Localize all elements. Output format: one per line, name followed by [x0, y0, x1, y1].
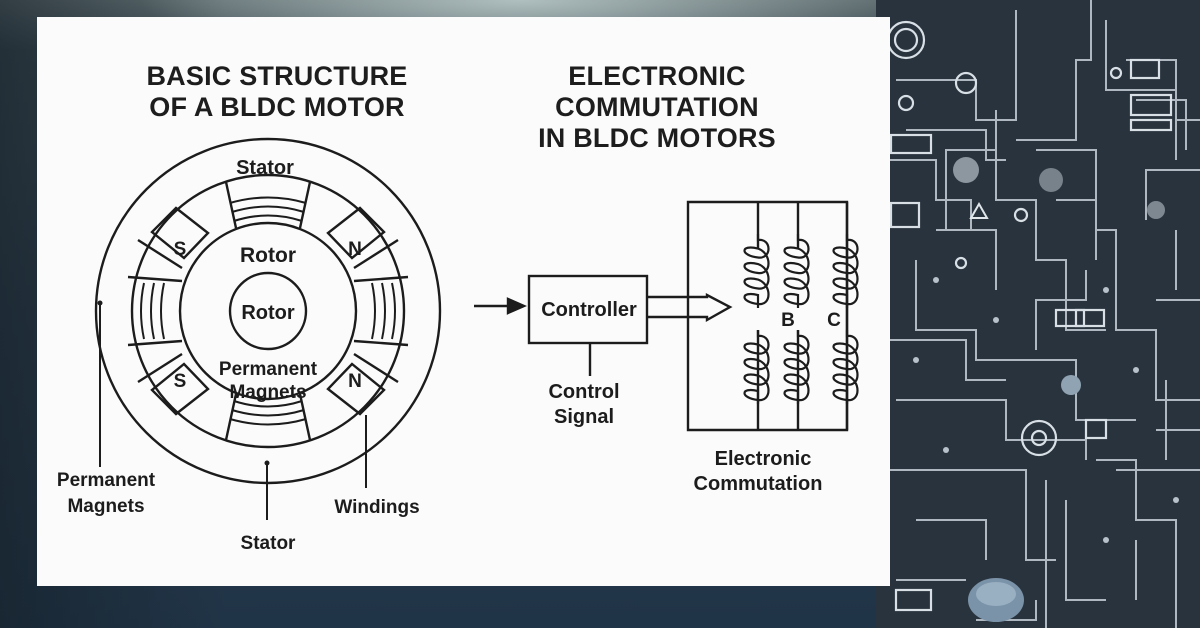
magnet-s-top [150, 206, 210, 260]
label-electronic-commutation-2: Commutation [694, 473, 823, 495]
stator-inner-ring [130, 173, 406, 449]
left-title-line-2: OF A BLDC MOTOR [149, 92, 405, 122]
right-title-line-2: COMMUTATION [555, 92, 759, 122]
bldc-motor-diagram [94, 137, 442, 520]
output-arrow [647, 293, 733, 323]
callout-lines [99, 303, 367, 520]
left-title-line-1: BASIC STRUCTURE [146, 61, 408, 91]
coil-phase-a-1 [743, 234, 770, 308]
label-permanent-magnets-inner-1: Permanent [219, 359, 318, 380]
rotor-core [228, 271, 308, 351]
magnet-n-bottom [326, 362, 386, 416]
label-permanent-magnets-callout-1: Permanent [57, 470, 156, 491]
diagrams: Stator Rotor Rotor Permanent Magnets S N… [57, 137, 859, 554]
coil-phase-b-2 [783, 330, 810, 404]
magnet-s-bottom [150, 362, 210, 416]
label-stator-bottom: Stator [241, 533, 297, 554]
right-title: ELECTRONIC COMMUTATION IN BLDC MOTORS [492, 61, 822, 154]
label-phase-b: B [781, 310, 795, 331]
label-permanent-magnets-callout-2: Magnets [67, 496, 144, 517]
stator-teeth [127, 181, 409, 441]
right-title-line-1: ELECTRONIC [568, 61, 746, 91]
magnet-n-top [326, 206, 386, 260]
label-pole-n-top: N [348, 239, 362, 260]
label-stator-top: Stator [236, 157, 294, 179]
label-phase-c: C [827, 310, 841, 331]
label-control-signal-2: Signal [554, 406, 614, 428]
rotor-body [178, 221, 358, 401]
label-control-signal-1: Control [548, 381, 619, 403]
circuit-board-decoration [876, 0, 1200, 628]
label-pole-n-bottom: N [348, 371, 362, 392]
label-pole-s-top: S [174, 239, 187, 260]
label-windings: Windings [334, 497, 419, 518]
coil-phase-a-2 [743, 330, 770, 404]
stator-windings [140, 196, 396, 426]
diagram-card: BASIC STRUCTURE OF A BLDC MOTOR ELECTRON… [37, 17, 890, 586]
coil-phase-c-1 [832, 234, 859, 308]
coil-phase-c-2 [832, 330, 859, 404]
label-permanent-magnets-inner-2: Magnets [229, 382, 306, 403]
label-pole-s-bottom: S [174, 371, 187, 392]
label-controller: Controller [541, 299, 637, 321]
input-arrow [474, 297, 527, 315]
label-electronic-commutation-1: Electronic [715, 448, 812, 470]
controller-block [527, 274, 649, 345]
left-title: BASIC STRUCTURE OF A BLDC MOTOR [77, 61, 477, 123]
right-title-line-3: IN BLDC MOTORS [538, 123, 776, 153]
phase-coils [743, 234, 859, 404]
label-rotor-inner: Rotor [241, 302, 295, 324]
coil-phase-b-1 [783, 234, 810, 308]
label-rotor-outer: Rotor [240, 244, 296, 267]
